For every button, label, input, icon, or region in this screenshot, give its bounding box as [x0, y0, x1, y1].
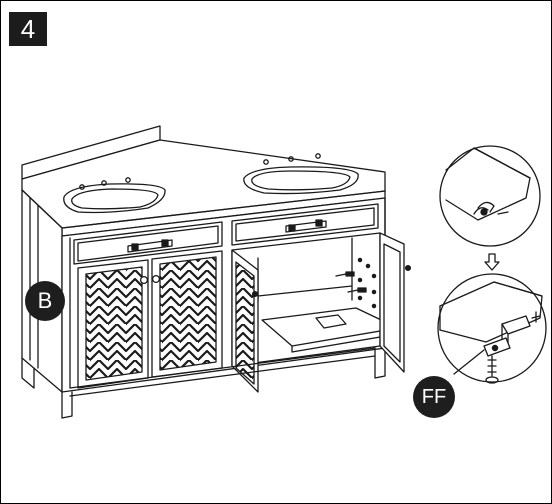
bracket-marks	[335, 271, 367, 293]
left-door-2	[151, 250, 223, 378]
detail-circle-top	[439, 145, 541, 247]
step-number-badge: 4	[9, 12, 47, 46]
left-drawer	[73, 221, 223, 265]
callout-label-b: B	[25, 281, 65, 321]
right-sink	[243, 153, 359, 195]
left-sink	[63, 177, 166, 214]
open-door-right	[379, 232, 412, 373]
arrow-down-icon	[484, 253, 500, 271]
detail-circle-bottom	[437, 273, 547, 384]
callout-label-ff: FF	[413, 376, 455, 418]
open-door-left	[231, 249, 259, 393]
bottom-rail	[69, 347, 376, 397]
left-door-1	[77, 259, 149, 389]
right-drawer	[231, 203, 379, 246]
